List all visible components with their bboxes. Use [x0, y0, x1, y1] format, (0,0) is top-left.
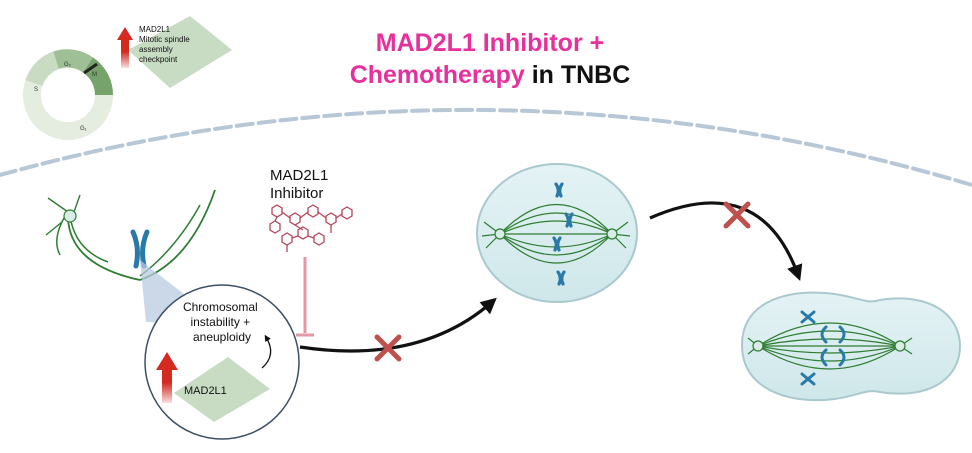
inhibition-line: [296, 257, 314, 337]
checkpoint-diamond: [128, 16, 232, 88]
progression-arrow-2: [649, 201, 803, 282]
title-line-1: MAD2L1 Inhibitor +: [375, 29, 605, 57]
centrosome-icon: [63, 209, 77, 223]
cell-cycle-diagram: G₂ M S G₁: [23, 49, 114, 140]
separating-chromosomes-icon: [800, 310, 846, 386]
title-highlight: Chemotherapy: [349, 61, 525, 89]
title-rest: in TNBC: [524, 61, 631, 89]
title-line-2: Chemotherapy in TNBC: [300, 59, 680, 91]
figure-title: MAD2L1 Inhibitor + Chemotherapy in TNBC: [300, 27, 680, 91]
upregulation-arrow-icon-2: [156, 352, 178, 403]
centrosome-icon-left: [494, 228, 506, 240]
block-x-icon-2: [723, 201, 751, 229]
zoom-circle: Chromosomal instability + aneuploidy MAD…: [144, 284, 300, 440]
phase-label-m: M: [92, 72, 97, 78]
chromosome-icon: [130, 229, 150, 269]
centrosome-icon-left-2: [752, 340, 764, 352]
centrosome-icon-right-2: [894, 340, 906, 352]
block-x-icon-1: [374, 334, 402, 362]
anaphase-cell: [740, 291, 962, 402]
attached-chromosome: [45, 189, 216, 281]
mad2l1-diamond: [174, 357, 270, 422]
checkpoint-callout: MAD2L1 Mitotic spindle assembly checkpoi…: [117, 16, 232, 88]
phase-label-g2: G₂: [64, 62, 72, 68]
cycle-ring-g2: [53, 49, 94, 73]
inhibitor-label: MAD2L1 Inhibitor: [270, 167, 333, 202]
metaphase-cell-membrane: [476, 163, 638, 303]
checkpoint-marker: [83, 62, 98, 75]
cycle-ring-s: [25, 51, 60, 87]
progression-arrow-1: [299, 297, 497, 353]
curved-arrow-icon: [261, 334, 272, 369]
nuclear-envelope: [0, 107, 972, 187]
metaphase-chromosomes-icon: [552, 182, 574, 286]
instability-text: Chromosomal instability + aneuploidy: [183, 300, 261, 344]
metaphase-cell: [476, 163, 638, 303]
upregulation-arrow-icon: [117, 27, 133, 68]
inhibitor-molecule-icon: [269, 204, 353, 252]
mad2l1-gene-label: MAD2L1: [184, 385, 227, 397]
anaphase-spindle: [747, 322, 913, 370]
centrosome-icon-right: [606, 228, 618, 240]
phase-label-g1: G₁: [80, 126, 87, 132]
checkpoint-text: MAD2L1 Mitotic spindle assembly checkpoi…: [139, 25, 192, 64]
phase-label-s: S: [34, 87, 38, 93]
